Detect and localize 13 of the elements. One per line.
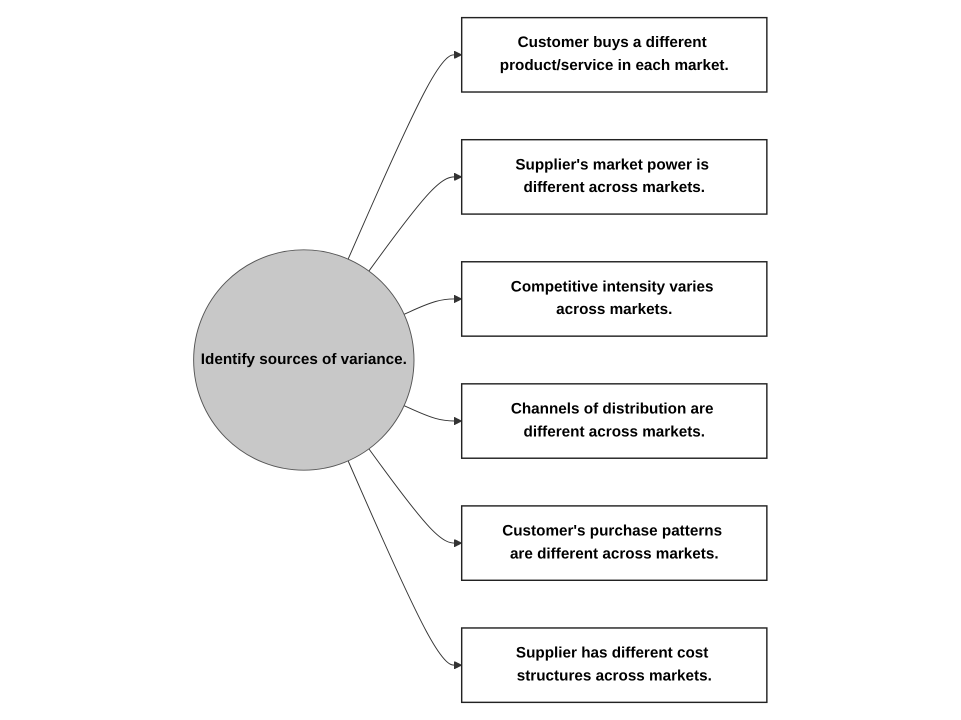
arrow bbox=[368, 172, 462, 272]
node-box: Customer buys a different product/service in each market. bbox=[461, 16, 768, 93]
arrow bbox=[404, 294, 462, 315]
node-box: Supplier has different cost structures across markets. bbox=[461, 627, 768, 704]
arrow bbox=[348, 460, 462, 670]
node-box: Customer's purchase patterns are different across markets. bbox=[461, 505, 768, 581]
arrow bbox=[404, 405, 462, 426]
node-box: Supplier's market power is different across markets. bbox=[461, 138, 768, 215]
node-circle: Identify sources of variance. bbox=[193, 249, 415, 471]
node-box: Competitive intensity varies across markets. bbox=[461, 261, 768, 337]
arrow bbox=[368, 448, 462, 548]
arrow bbox=[348, 50, 462, 260]
node-box: Channels of distribution are different across markets. bbox=[461, 383, 768, 459]
